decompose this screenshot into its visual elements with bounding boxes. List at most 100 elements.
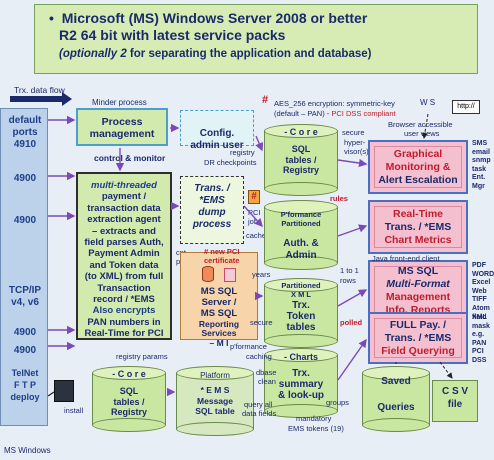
right-box-1-line1: Real-Time <box>393 207 443 220</box>
file-label: file <box>447 399 463 410</box>
arrow-summary-to-query <box>337 338 367 381</box>
trans-dump-box[interactable]: Trans. / *EMS dump process <box>180 176 244 244</box>
extraction-line10: Transaction <box>97 282 151 294</box>
right-box-2-line3: Management <box>385 291 451 303</box>
banner-line3-italic: (optionally 2 <box>59 48 127 60</box>
extraction-line5: – extracts and <box>92 225 156 237</box>
right-box-2-line1: MS SQL <box>397 265 439 277</box>
port-4900-d: 4900 <box>13 345 37 356</box>
trx-summary-cylinder[interactable]: - Charts Trx. summary & look-up <box>264 348 338 418</box>
mssql-line4: Reporting <box>198 319 240 329</box>
user-views-label: user views <box>404 129 440 138</box>
install-label: install <box>64 406 84 415</box>
banner-line1: Microsoft (MS) Windows Server 2008 or be… <box>61 10 368 26</box>
extraction-line3: transaction data <box>87 202 161 214</box>
right-box-3-line1: FULL Pay. / <box>389 318 447 331</box>
pci-hash-icon: # <box>248 190 260 204</box>
arrow-core-to-monitor <box>337 158 368 168</box>
minder-process-label: Minder process <box>92 98 147 107</box>
banner-bullet: • <box>49 10 54 26</box>
extraction-line4: extraction agent <box>87 214 161 226</box>
csv-file-box[interactable]: C S V file <box>432 380 478 422</box>
field-querying-box[interactable]: FULL Pay. / Trans. / *EMS Field Querying <box>368 312 468 364</box>
config-admin-label: Config. admin user <box>190 128 244 151</box>
process-management-box[interactable]: Process management <box>76 108 168 146</box>
realtime-metrics-box[interactable]: Real-Time Trans. / *EMS Chart Metrics <box>368 200 468 254</box>
monitoring-channels: SMS email snmp task Ent. Mgr <box>472 140 491 190</box>
right-box-0-line3: Alert Escalation <box>378 173 458 186</box>
dashed-query-to-csv <box>439 361 453 379</box>
one-to-one-label: 1 to 1 <box>340 266 359 275</box>
mssql-server-box[interactable] <box>180 252 258 340</box>
certificate-label: certificate <box>204 256 240 265</box>
ems-tokens-label: EMS tokens (19) <box>288 424 344 433</box>
mssql-line2: Server / <box>201 297 237 308</box>
aes-line2b: PCI DSS compliant <box>331 109 396 118</box>
extraction-multi: multi-threaded <box>91 180 157 191</box>
extraction-line2: payment / <box>101 191 147 203</box>
mssql-line5: Services <box>201 328 237 338</box>
config-admin-box[interactable]: Config. admin user <box>180 110 254 151</box>
trx-token-cylinder[interactable]: Partitioned X M L Trx. Token tables <box>264 278 338 348</box>
dr-checkpoints-label: DR checkpoints <box>204 158 257 167</box>
extraction-agent-box[interactable]: multi-threaded payment / transaction dat… <box>76 172 172 340</box>
extraction-line13: PAN numbers in <box>87 316 161 328</box>
dashed-browser-to-monitor <box>421 113 429 139</box>
http-monitor-icon: http:// <box>452 100 480 114</box>
rules-label: rules <box>330 194 348 203</box>
monitoring-box[interactable]: Graphical Monitoring & Alert Escalation <box>368 140 468 194</box>
banner-line2: R2 64 bit with latest service packs <box>59 27 286 43</box>
right-box-1-line3: Chart Metrics <box>384 233 452 246</box>
trx-flow-label: Trx. data flow <box>14 85 65 95</box>
message-label: Message SQL table <box>195 396 235 416</box>
extraction-line14: Real-Time for PCI <box>84 328 164 340</box>
core-sql-cylinder[interactable]: - C o r e SQL tables / Registry <box>264 124 338 196</box>
partitioned-xml-label: Partitioned X M L <box>281 281 321 299</box>
platform-label: Platform <box>200 371 230 380</box>
trans-dump-line1: Trans. / <box>194 183 230 194</box>
control-monitor-label: control & monitor <box>94 153 166 163</box>
trans-dump-line4: process <box>192 219 232 230</box>
certificate-icon <box>224 268 236 282</box>
ws-label: W S <box>420 98 436 107</box>
right-box-1-line2: Trans. / *EMS <box>384 220 452 233</box>
cache-label: cache <box>246 231 267 240</box>
browser-label: Browser accessible <box>388 120 453 129</box>
years-label: years <box>252 270 271 279</box>
csv-label: C S V <box>441 386 469 397</box>
registry-label: registry <box>230 148 255 157</box>
pci-label: PCI <box>248 208 261 217</box>
report-formats: PDF WORD Excel Web TIFF Atom XML <box>472 262 494 321</box>
port-4900-b: 4900 <box>13 215 37 226</box>
saved-queries-cylinder[interactable]: Saved Queries <box>362 366 430 432</box>
auth-admin-cylinder[interactable]: P'formance Partitioned Auth. & Admin <box>264 200 338 270</box>
mssql-line1: MS SQL <box>200 286 238 297</box>
aes-line2a: (default – PAN) - <box>274 109 332 118</box>
port-v4v6: v4, v6 <box>11 297 39 308</box>
install-device-icon <box>54 380 74 402</box>
new-pci-label: # new PCI <box>204 247 240 256</box>
database-icon <box>202 266 214 282</box>
clean-label: clean <box>258 377 276 386</box>
sql-tables-top-label: SQL tables / Registry <box>282 144 319 175</box>
pformance-partitioned-label: P'formance Partitioned <box>280 210 322 228</box>
ems-message-cylinder[interactable]: Platform * E M S Message SQL table <box>176 366 254 436</box>
java-front-label: Java front-end client <box>372 254 440 263</box>
trx-token-label: Trx. Token tables <box>286 300 316 333</box>
core-sql-bottom-cylinder[interactable]: - C o r e SQL tables / Registry <box>92 366 166 432</box>
mssql-line3: MS SQL <box>200 308 238 319</box>
arrow-token-to-reports <box>337 289 368 307</box>
http-label: http:// <box>457 103 475 110</box>
port-4900-c: 4900 <box>13 327 37 338</box>
port-4910: 4910 <box>13 139 37 150</box>
right-box-0-line1: Graphical <box>393 147 443 160</box>
caching-label: caching <box>246 352 272 361</box>
dbase-label: dbase <box>256 368 277 377</box>
arrow-config-to-core <box>255 135 264 152</box>
mssql-line6: – M I <box>209 338 229 348</box>
arrow-dump-to-auth <box>243 205 263 228</box>
extraction-line6: field parses Auth, <box>84 237 164 249</box>
port-ftp: F T P <box>14 380 36 390</box>
field-mask: field mask e.g. PAN PCI DSS <box>472 314 490 364</box>
title-banner: • Microsoft (MS) Windows Server 2008 or … <box>34 4 478 74</box>
